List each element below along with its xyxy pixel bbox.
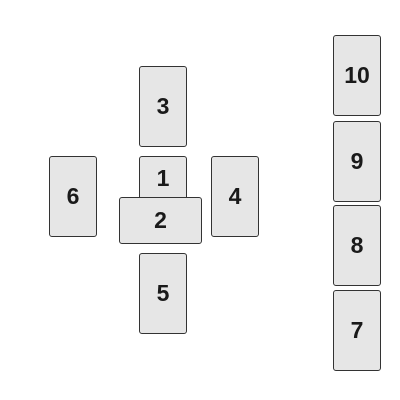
card-position-10: 10 (333, 35, 381, 116)
card-number: 4 (228, 183, 242, 209)
card-number: 3 (156, 93, 170, 119)
card-position-3: 3 (139, 66, 187, 147)
card-number: 10 (344, 62, 370, 88)
card-number: 6 (66, 183, 80, 209)
card-position-7: 7 (333, 290, 381, 371)
card-number: 2 (154, 207, 167, 233)
card-position-6: 6 (49, 156, 97, 237)
card-position-8: 8 (333, 205, 381, 286)
card-number: 1 (156, 165, 170, 191)
card-number: 5 (156, 280, 170, 306)
card-number: 7 (350, 317, 364, 343)
card-position-5: 5 (139, 253, 187, 334)
card-position-9: 9 (333, 121, 381, 202)
card-number: 8 (350, 232, 364, 258)
card-position-4: 4 (211, 156, 259, 237)
card-position-2-crossing: 2 (119, 197, 202, 244)
card-number: 9 (350, 148, 364, 174)
